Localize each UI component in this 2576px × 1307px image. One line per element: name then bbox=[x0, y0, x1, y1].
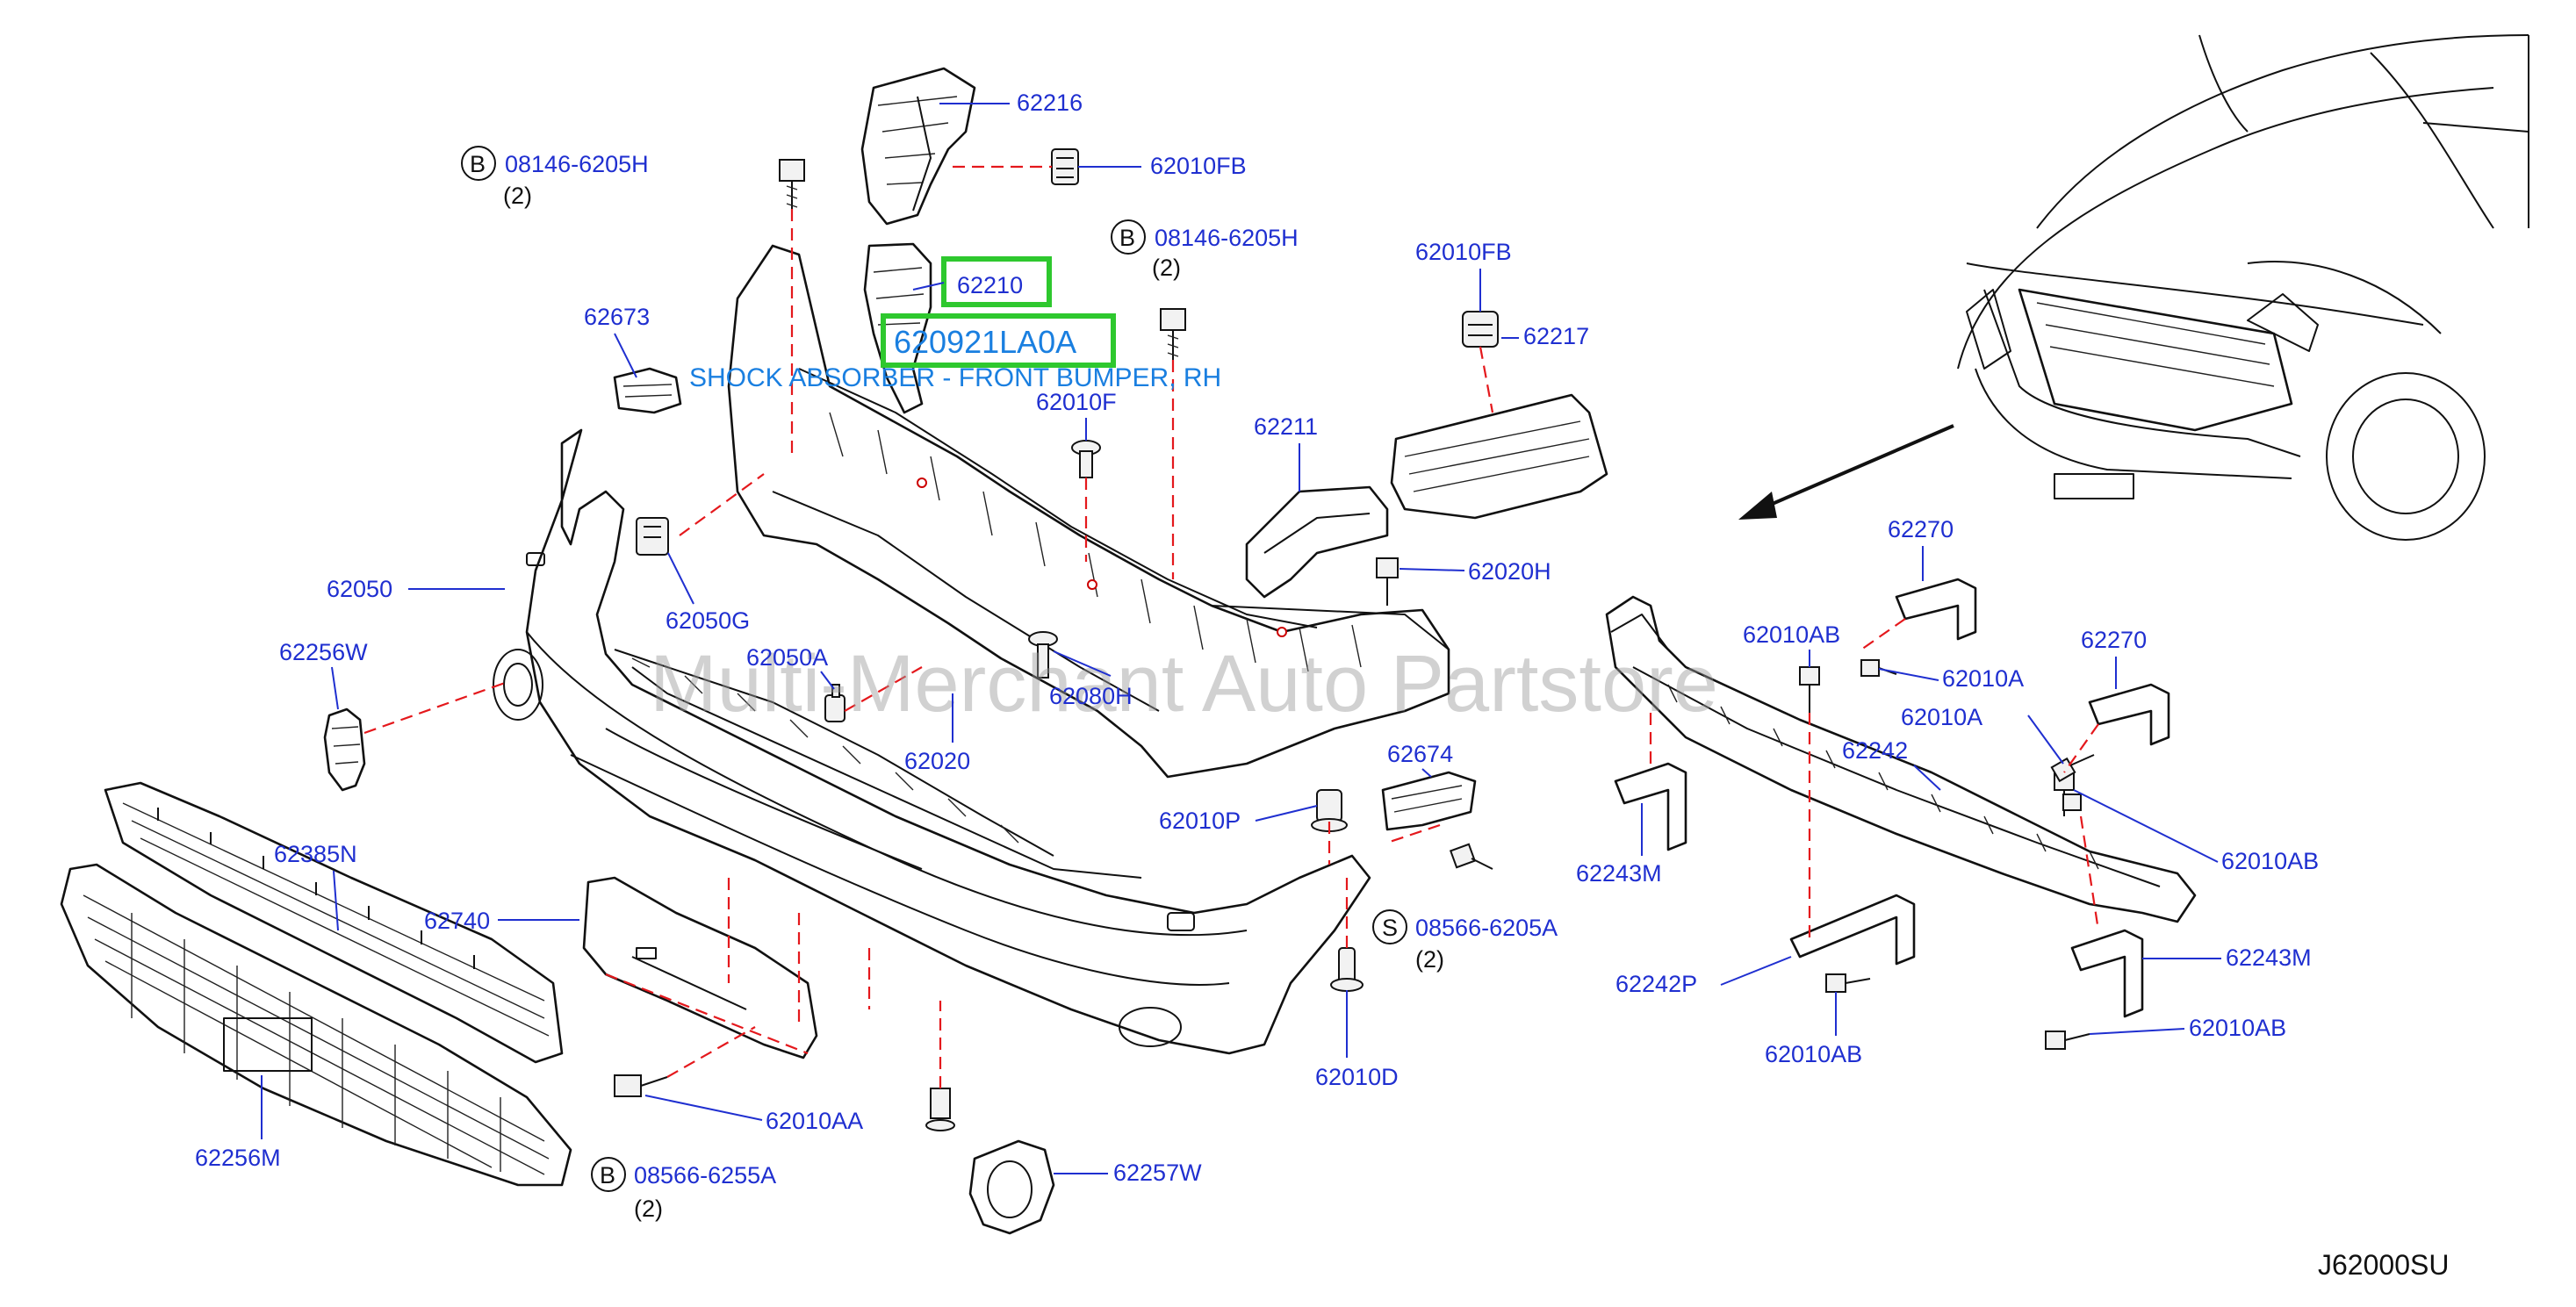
qty-08146-6205H-left: (2) bbox=[503, 183, 532, 209]
label-62010FB-top[interactable]: 62010FB bbox=[1150, 153, 1247, 179]
label-62010D[interactable]: 62010D bbox=[1315, 1064, 1399, 1090]
clip-62010FB-right-icon bbox=[1462, 311, 1499, 348]
clip-62010F-icon bbox=[1071, 440, 1101, 478]
clip-62010D-icon bbox=[1330, 947, 1364, 992]
label-62740[interactable]: 62740 bbox=[424, 908, 490, 934]
label-62020[interactable]: 62020 bbox=[904, 748, 970, 774]
part-62270-right-illustration bbox=[2088, 683, 2170, 746]
label-62243M-right[interactable]: 62243M bbox=[2226, 944, 2312, 971]
callout-s-prefix: S bbox=[1382, 915, 1398, 941]
part-62243M-left-illustration bbox=[1614, 762, 1687, 851]
callout-b-left-icon bbox=[461, 146, 496, 181]
label-62010AB-b[interactable]: 62010AB bbox=[2221, 848, 2319, 874]
label-62242[interactable]: 62242 bbox=[1842, 737, 1908, 764]
bolt-08146-6205H-mid-icon bbox=[1160, 308, 1186, 360]
label-62050G[interactable]: 62050G bbox=[666, 607, 750, 634]
label-62256W[interactable]: 62256W bbox=[279, 639, 368, 665]
label-62050[interactable]: 62050 bbox=[327, 576, 392, 602]
watermark-text: Multi-Merchant Auto Partstore bbox=[650, 639, 1718, 729]
label-62080H[interactable]: 62080H bbox=[1049, 683, 1133, 709]
direction-arrow-shaft bbox=[1755, 424, 1954, 513]
label-62242P[interactable]: 62242P bbox=[1615, 971, 1697, 997]
part-62050G-illustration bbox=[636, 517, 669, 556]
part-62673-illustration bbox=[613, 367, 682, 414]
bolt-08146-6205H-left-icon bbox=[779, 159, 805, 209]
label-62010AB-a[interactable]: 62010AB bbox=[1743, 621, 1840, 648]
part-62257W-illustration bbox=[968, 1139, 1055, 1235]
part-62256M-illustration bbox=[60, 863, 572, 1187]
clip-62080H-icon bbox=[1028, 631, 1058, 679]
label-08146-6205H-left[interactable]: 08146-6205H bbox=[505, 151, 649, 177]
label-62010A-a[interactable]: 62010A bbox=[1942, 665, 2024, 692]
label-62673[interactable]: 62673 bbox=[584, 304, 650, 330]
qty-08566-6255A: (2) bbox=[634, 1196, 663, 1222]
label-62257W[interactable]: 62257W bbox=[1113, 1160, 1202, 1186]
bolt-08566-6255A-icon bbox=[614, 1074, 668, 1097]
label-62010AA[interactable]: 62010AA bbox=[766, 1108, 863, 1134]
part-62242-illustration bbox=[1605, 595, 2197, 923]
callout-b-bottom-icon bbox=[591, 1157, 626, 1192]
callout-b-mid-prefix: B bbox=[1119, 225, 1135, 251]
part-62270-top-illustration bbox=[1895, 578, 1977, 641]
screw-08566-6205A-icon bbox=[1449, 843, 1493, 870]
vehicle-illustration bbox=[1957, 34, 2529, 541]
part-62243M-right-illustration bbox=[2070, 929, 2144, 1018]
callout-b-bottom-prefix: B bbox=[600, 1162, 615, 1189]
qty-08566-6205A: (2) bbox=[1415, 946, 1444, 973]
bolt-62020H-icon bbox=[1376, 557, 1399, 606]
label-62243M-left[interactable]: 62243M bbox=[1576, 860, 1662, 887]
label-62010FB-right[interactable]: 62010FB bbox=[1415, 239, 1512, 265]
label-62674[interactable]: 62674 bbox=[1387, 741, 1453, 767]
label-62256M[interactable]: 62256M bbox=[195, 1145, 281, 1171]
part-62216-illustration bbox=[860, 67, 976, 226]
direction-arrow-head-icon bbox=[1738, 492, 1777, 520]
label-62010AB-c[interactable]: 62010AB bbox=[1765, 1041, 1862, 1067]
qty-08146-6205H-mid: (2) bbox=[1152, 255, 1181, 281]
label-part-description: SHOCK ABSORBER - FRONT BUMPER, RH bbox=[689, 363, 1221, 392]
clip-62050A-icon bbox=[824, 684, 845, 722]
assembly-lines bbox=[605, 209, 2100, 1088]
callout-b-mid-icon bbox=[1111, 219, 1146, 255]
label-62020H[interactable]: 62020H bbox=[1468, 558, 1551, 585]
highlight-box-part-number[interactable] bbox=[941, 256, 1052, 307]
part-62210-illustration bbox=[863, 242, 932, 414]
label-62270-right[interactable]: 62270 bbox=[2081, 627, 2147, 653]
label-62010A-b[interactable]: 62010A bbox=[1901, 704, 1982, 730]
label-62385N[interactable]: 62385N bbox=[274, 841, 357, 867]
part-62050-illustration bbox=[493, 428, 1371, 1055]
label-62217[interactable]: 62217 bbox=[1523, 323, 1589, 349]
bumper-lower-opening bbox=[614, 649, 1054, 857]
part-62242P-illustration bbox=[1789, 894, 1916, 966]
label-62010AB-d[interactable]: 62010AB bbox=[2189, 1015, 2286, 1041]
label-62211[interactable]: 62211 bbox=[1254, 413, 1318, 440]
label-highlighted-part[interactable]: 62210 bbox=[957, 272, 1023, 298]
label-08566-6255A[interactable]: 08566-6255A bbox=[634, 1162, 776, 1189]
label-62050A[interactable]: 62050A bbox=[746, 644, 828, 671]
part-62211-illustration bbox=[1245, 485, 1389, 599]
label-62270-top[interactable]: 62270 bbox=[1888, 516, 1954, 542]
part-62674-illustration bbox=[1381, 771, 1477, 831]
label-62010F[interactable]: 62010F bbox=[1036, 389, 1117, 415]
clip-62010FB-top-icon bbox=[1051, 148, 1079, 185]
label-62216[interactable]: 62216 bbox=[1017, 90, 1083, 116]
label-oem-number[interactable]: 620921LA0A bbox=[894, 324, 1076, 360]
part-62740-illustration bbox=[582, 876, 818, 1059]
label-08146-6205H-mid[interactable]: 08146-6205H bbox=[1155, 225, 1299, 251]
bolt-62010AA-icon bbox=[925, 1088, 955, 1131]
highlight-box-oem-number[interactable] bbox=[881, 313, 1116, 368]
part-62217-illustration bbox=[1390, 393, 1608, 520]
part-62020-illustration bbox=[727, 244, 1450, 779]
callout-b-left-prefix: B bbox=[470, 151, 486, 177]
part-62256W-illustration bbox=[323, 707, 366, 792]
label-62010P[interactable]: 62010P bbox=[1159, 808, 1241, 834]
callout-s-icon bbox=[1372, 909, 1407, 944]
diagram-code: J62000SU bbox=[2318, 1249, 2449, 1281]
part-62385N-illustration bbox=[104, 781, 564, 1064]
label-08566-6205A[interactable]: 08566-6205A bbox=[1415, 915, 1558, 941]
